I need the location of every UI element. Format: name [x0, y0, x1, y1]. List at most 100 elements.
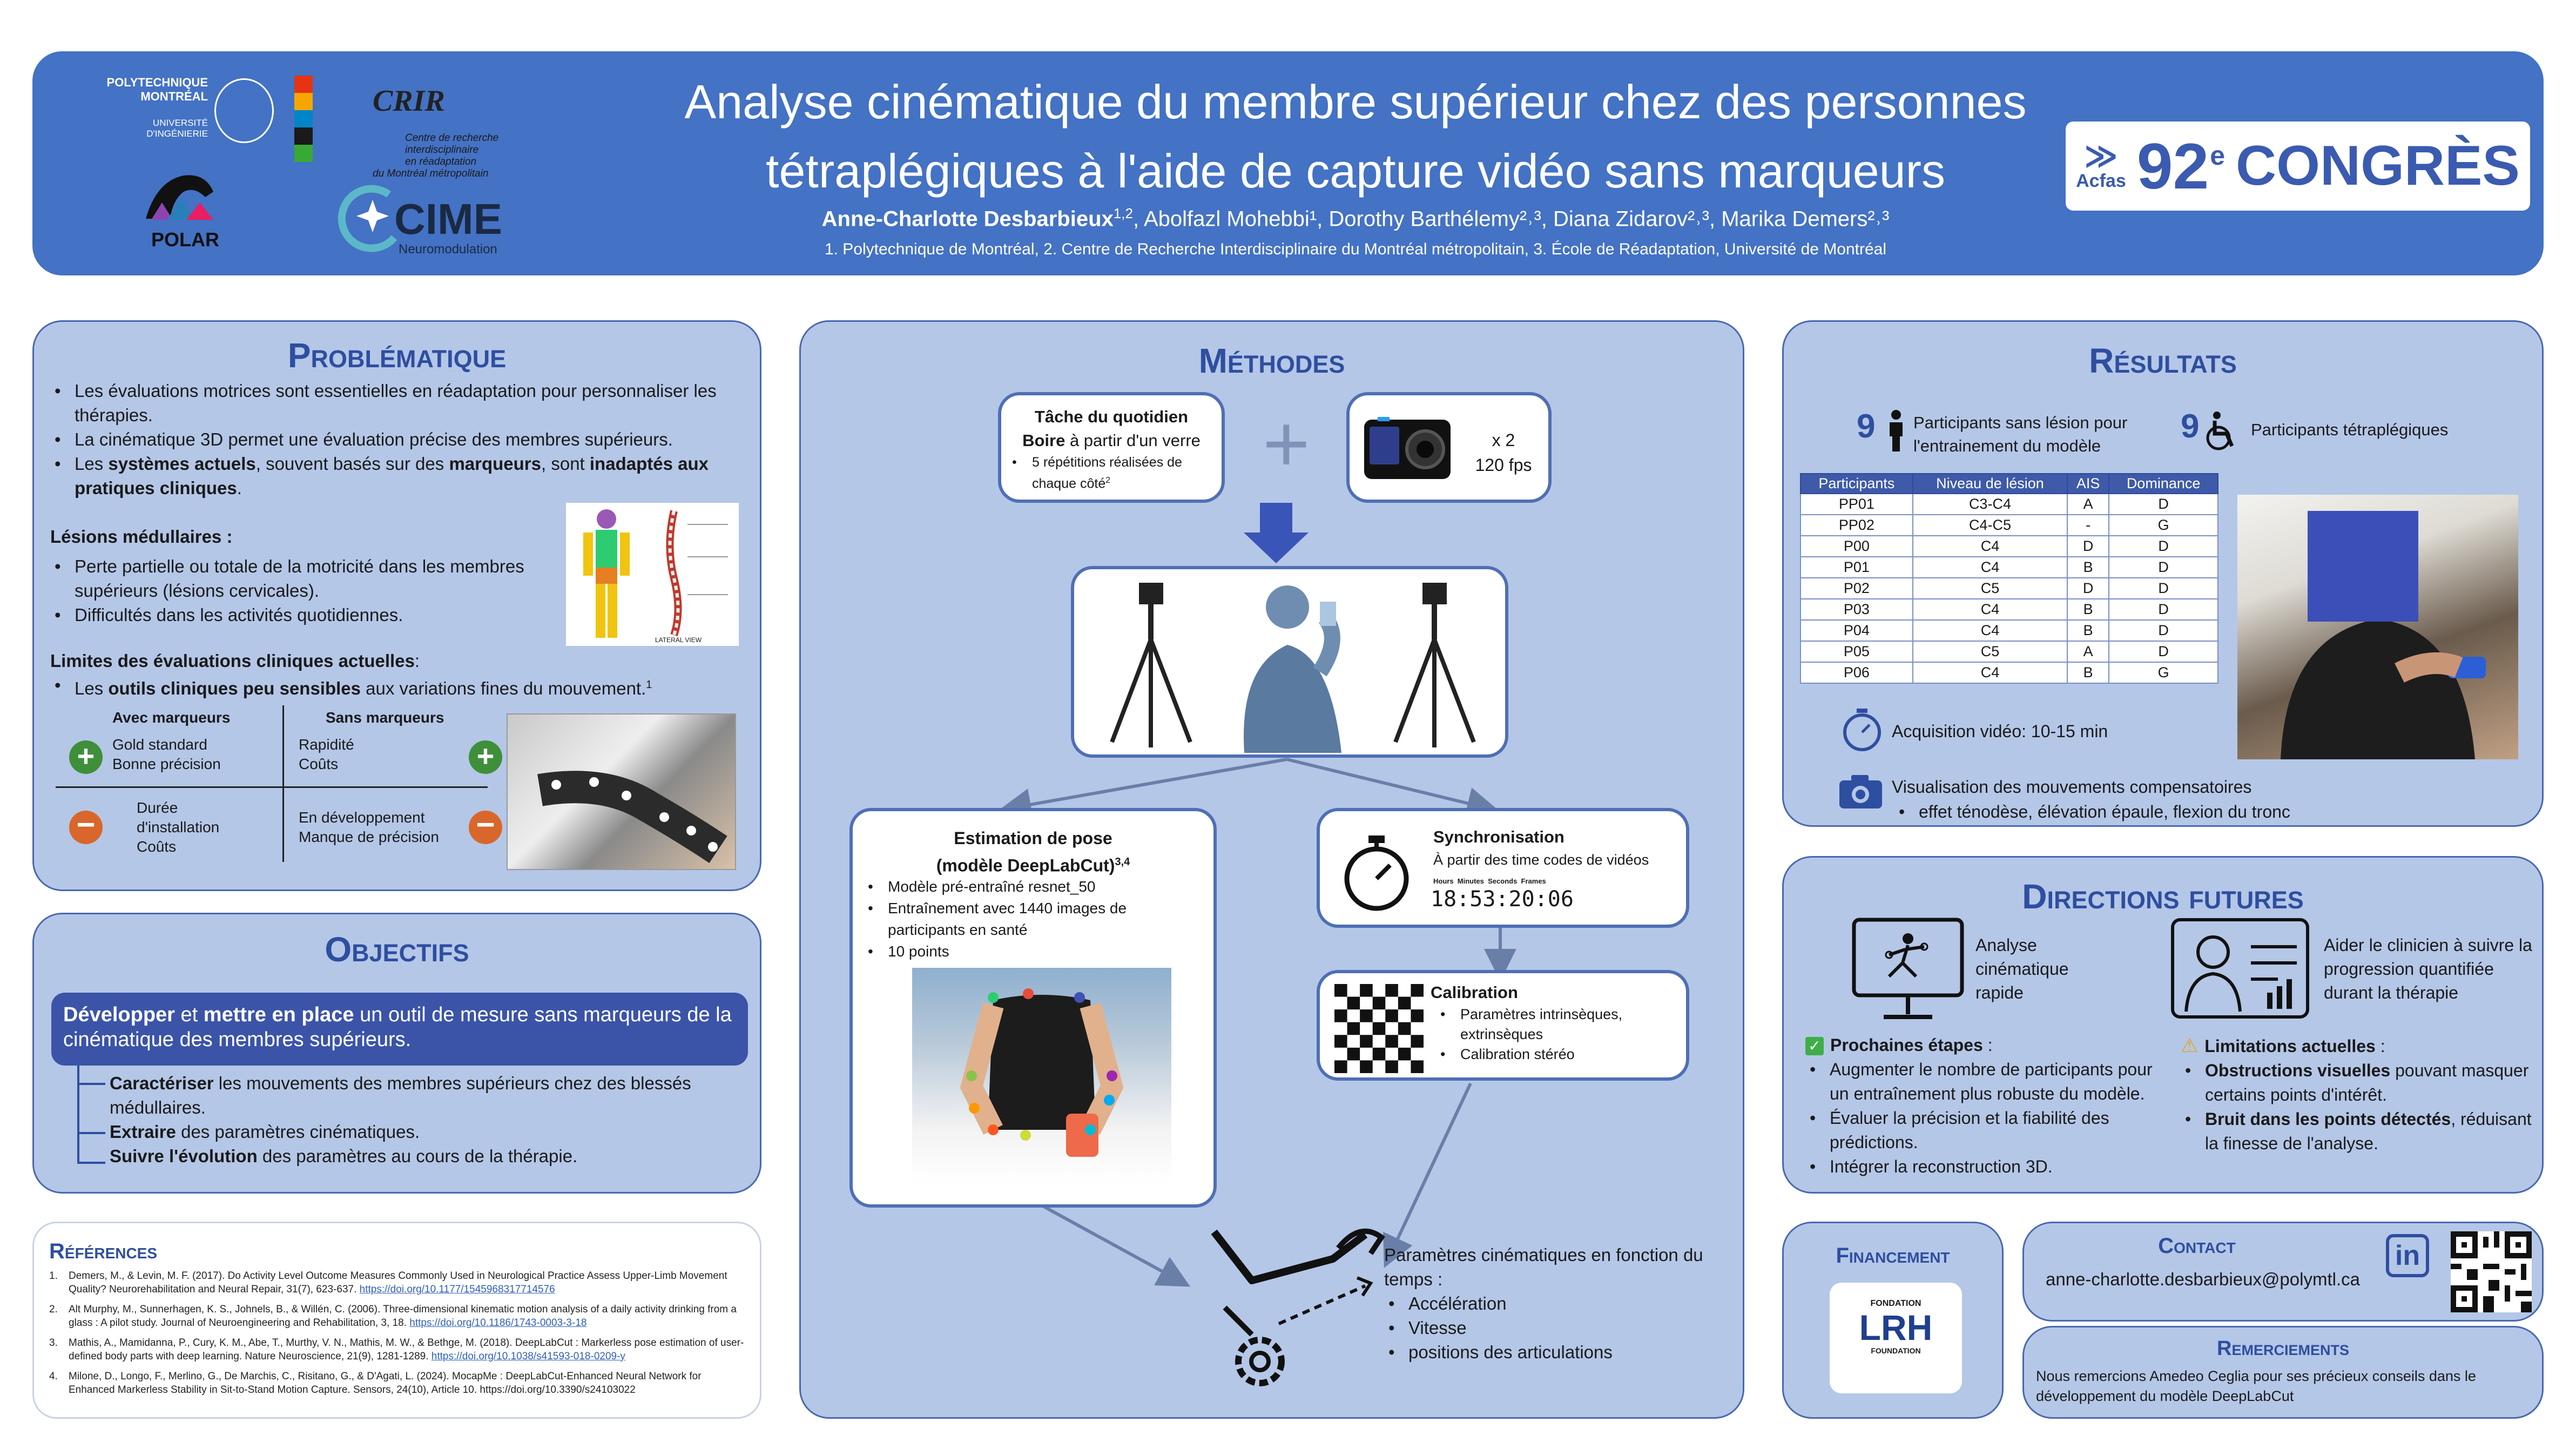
timecode-labels: Hours Minutes Seconds Frames [1433, 877, 1546, 885]
spine-illustration: LATERAL VIEW [566, 503, 739, 646]
stat-tetra-count: 9 [2181, 408, 2200, 445]
table-header-cell: Participants [1800, 473, 1913, 494]
lrh-top: FONDATION [1870, 1299, 1921, 1308]
pose-photo [912, 968, 1171, 1184]
calib-title: Calibration [1431, 983, 1518, 1002]
pose-b2: Entraînement avec 1440 images de partici… [864, 898, 1188, 941]
ref2-text: Alt Murphy, M., Sunnerhagen, K. S., John… [69, 1304, 737, 1329]
polar-logo: POLAR [130, 159, 238, 267]
pose-estimation-box: Estimation de pose (modèle DeepLabCut)3,… [849, 808, 1217, 1208]
next-title: Prochaines étapes [1830, 1035, 1983, 1055]
table-cell: G [2108, 662, 2218, 684]
task-rest: à partir d'un verre [1065, 431, 1201, 450]
problematique-b3: Les systèmes actuels, souvent basés sur … [50, 451, 752, 500]
pose-keypoints-icon [960, 988, 1124, 1157]
stopwatch-icon [1843, 709, 1881, 751]
lrh-wordmark: LRH [1859, 1308, 1933, 1347]
qr-code-icon[interactable] [2451, 1231, 2532, 1312]
objectifs-title: Objectifs [325, 930, 469, 969]
reference-1: 1.Demers, M., & Levin, M. F. (2017). Do … [49, 1270, 727, 1295]
author-main-sup: 1,2 [1113, 205, 1133, 221]
ref4-text: Milone, D., Longo, F., Merlino, G., De M… [69, 1371, 702, 1396]
b3d: marqueurs [449, 454, 541, 474]
next-b1: Augmenter le nombre de participants pour… [1805, 1057, 2173, 1106]
b3b: systèmes actuels [108, 454, 256, 474]
poly-crest-icon [214, 78, 274, 143]
cime-wordmark: CIME [394, 195, 502, 243]
reference-2: 2.Alt Murphy, M., Sunnerhagen, K. S., Jo… [49, 1304, 737, 1329]
contact-email[interactable]: anne-charlotte.desbarbieux@polymtl.ca [2046, 1269, 2360, 1289]
table-cell: P00 [1800, 535, 1913, 557]
calib-b2: Calibration stéréo [1436, 1044, 1684, 1064]
financement-title: Financement [1836, 1244, 1950, 1268]
ref2-link[interactable]: https://doi.org/10.1186/1743-0003-3-18 [409, 1317, 587, 1329]
obj-s1: Caractériser les mouvements des membres … [110, 1071, 731, 1120]
ref1-link[interactable]: https://doi.org/10.1177/1545968317714576 [359, 1284, 555, 1295]
task-bullet: 5 répétitions réalisées de chaque côté2 [1008, 454, 1221, 493]
table-cell: C5 [1912, 577, 2068, 599]
cime-sub: Neuromodulation [399, 242, 497, 257]
lim-b2b: , réduisant la finesse de l'analyse. [2205, 1109, 2532, 1153]
b3e: , sont [541, 454, 590, 474]
gopro-camera-icon [1364, 417, 1451, 479]
reference-3: 3.Mathis, A., Mamidanna, P., Cury, K. M.… [49, 1337, 744, 1362]
table-cell: C3-C4 [1912, 493, 2068, 515]
panel-remerciements: Remerciements Nous remercions Amedeo Ceg… [2022, 1326, 2544, 1419]
ref3-link[interactable]: https://doi.org/10.1038/s41593-018-0209-… [431, 1351, 625, 1362]
table-cell: PP01 [1800, 493, 1913, 515]
poly-line3: UNIVERSITÉ [152, 118, 208, 128]
crir-sub3: en réadaptation [405, 156, 477, 167]
b3c: , souvent basés sur des [255, 454, 449, 474]
lim-b1: Obstructions visuelles pouvant masquer c… [2181, 1059, 2540, 1107]
next-colon: : [1982, 1035, 1993, 1055]
down-arrow-icon [1244, 503, 1309, 563]
param-block: Paramètres cinématiques en fonction du t… [1384, 1243, 1735, 1364]
table-cell: D [2108, 493, 2218, 515]
affiliations: 1. Polytechnique de Montréal, 2. Centre … [824, 240, 1887, 258]
table-cell: P03 [1800, 598, 1913, 621]
tripod-camera-icon [1110, 583, 1192, 747]
references-list: 1.Demers, M., & Levin, M. F. (2017). Do … [49, 1269, 746, 1403]
poly-color-bars-icon [294, 76, 313, 162]
objectifs-tree-line [77, 1066, 79, 1163]
references-title: Références [49, 1239, 158, 1263]
panel-directions: Directions futures Analyse cinématique r… [1782, 856, 2544, 1194]
obj-s1b: les mouvements des membres supérieurs ch… [110, 1073, 691, 1117]
clinician-icon [2171, 918, 2309, 1019]
polar-bear-icon [146, 175, 213, 220]
poster-title: Analyse cinématique du membre supérieur … [572, 68, 2139, 206]
limits-block: Limites des évaluations cliniques actuel… [50, 649, 752, 700]
problematique-title: Problématique [287, 336, 507, 375]
lim1c: aux variations fines du mouvement. [361, 678, 646, 698]
crir-sub4: du Montréal métropolitain [373, 168, 489, 179]
table-cell: D [2108, 619, 2218, 642]
param-b2: Vitesse [1384, 1316, 1735, 1340]
camera-box: x 2 120 fps [1346, 392, 1552, 503]
obj-s2b: des paramètres cinématiques. [176, 1122, 420, 1142]
comparison-table: Avec marqueurs Sans marqueurs + Gold sta… [56, 705, 509, 867]
pose-title2: (modèle DeepLabCut) [936, 855, 1115, 875]
table-cell: G [2108, 514, 2218, 536]
stopwatch-icon [1344, 835, 1409, 911]
minus-icon: − [469, 808, 502, 844]
problematique-b2: La cinématique 3D permet une évaluation … [50, 427, 752, 451]
spine-caption: LATERAL VIEW [655, 636, 702, 644]
table-cell: C4 [1912, 598, 2068, 621]
plus-icon: + [469, 740, 502, 774]
acfas-chevrons-icon: ≫ [2084, 137, 2118, 174]
participant-photo [2237, 495, 2518, 759]
table-cell: D [2108, 598, 2218, 621]
table-cell: P01 [1800, 556, 1913, 578]
b3a: Les [75, 454, 109, 474]
ref1-text: Demers, M., & Levin, M. F. (2017). Do Ac… [69, 1270, 727, 1295]
table-cell: B [2067, 556, 2110, 578]
table-cell: C4 [1912, 556, 2068, 578]
lim-b2: Bruit dans les points détectés, réduisan… [2181, 1107, 2540, 1156]
linkedin-icon[interactable]: in [2386, 1234, 2429, 1277]
table-cell: D [2067, 577, 2110, 599]
direction-clinician: Aider le clinicien à suivre la progressi… [2324, 935, 2532, 1002]
table-cell: B [2067, 619, 2110, 642]
